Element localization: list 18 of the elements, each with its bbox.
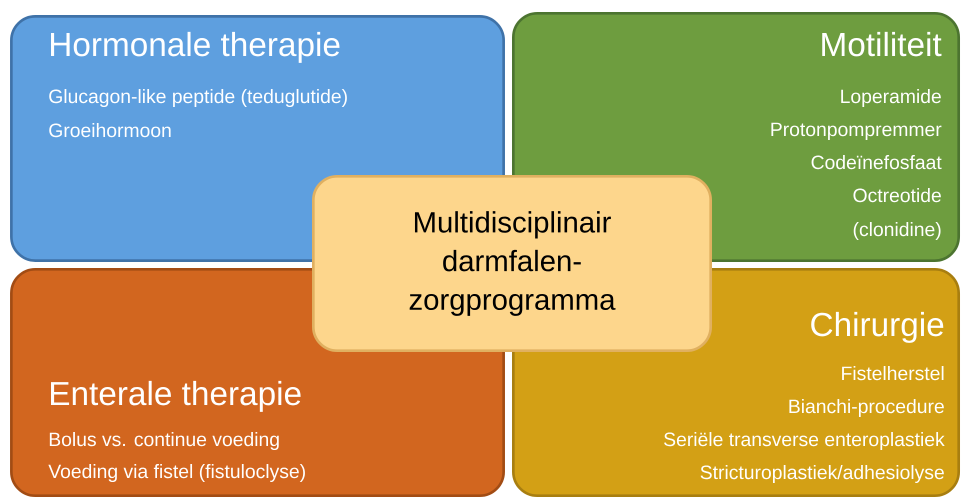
category-heading: Chirurgie [811,312,944,343]
category-heading: Enterale therapie [51,380,301,412]
item-text: Seriële transverse enteroplastiek [664,432,945,450]
item-text: (clonidine) [854,222,941,240]
category-heading: Hormonale therapie [51,32,340,63]
item-text: Groeihormoon [49,123,171,138]
title-text: Multidisciplinair darmfalen-zorgprogramma [410,211,616,316]
item-text: Protonpompremmer [771,122,942,140]
item-text: Octreotide [853,188,941,202]
item-text: Voeding via fistel (fistuloclyse) [48,464,305,482]
item-text: Glucagon-like peptide (teduglutide) [49,89,347,108]
item-text: Stricturoplastiek/adhesiolyse [700,465,944,484]
item-text: Loperamide [841,89,941,108]
item-text: Bolus vs. continue voeding [50,432,279,450]
item-text: Codeïnefosfaat [812,155,942,170]
item-text: Bianchi-procedure [789,399,944,418]
item-text: Fistelherstel [842,366,944,380]
category-heading: Motiliteit [822,32,942,56]
